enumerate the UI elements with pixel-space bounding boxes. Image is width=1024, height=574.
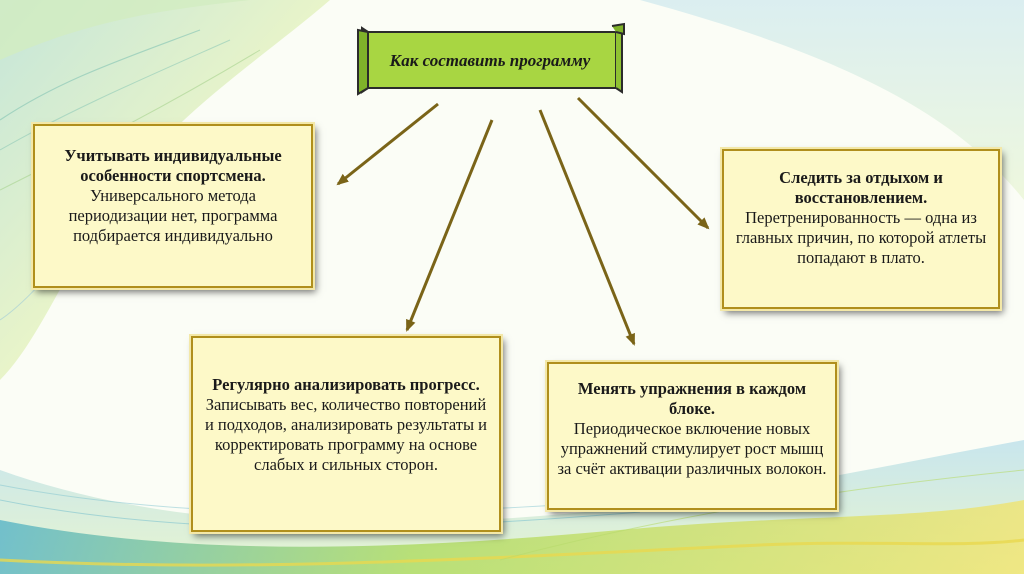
title-scroll: Как составить программу: [354, 22, 626, 98]
box-heading: Учитывать индивидуальные особенности спо…: [64, 146, 282, 185]
box-body: Периодическое включение новых упражнений…: [557, 419, 827, 478]
box-heading: Менять упражнения в каждом блоке.: [577, 379, 807, 418]
box-analyze-progress: Регулярно анализировать прогресс. Записы…: [191, 336, 501, 532]
box-individual-features: Учитывать индивидуальные особенности спо…: [33, 124, 313, 288]
box-body: Записывать вес, количество повторений и …: [204, 395, 488, 474]
box-rest-recovery: Следить за отдыхом и восстановлением. Пе…: [722, 149, 1000, 309]
box-heading: Следить за отдыхом и восстановлением.: [779, 168, 943, 207]
box-change-exercises: Менять упражнения в каждом блоке. Период…: [547, 362, 837, 510]
box-body: Универсального метода периодизации нет, …: [68, 186, 278, 245]
diagram-title: Как составить программу: [389, 50, 591, 70]
box-heading: Регулярно анализировать прогресс.: [212, 375, 480, 394]
box-body: Перетренированность — одна из главных пр…: [735, 208, 987, 267]
